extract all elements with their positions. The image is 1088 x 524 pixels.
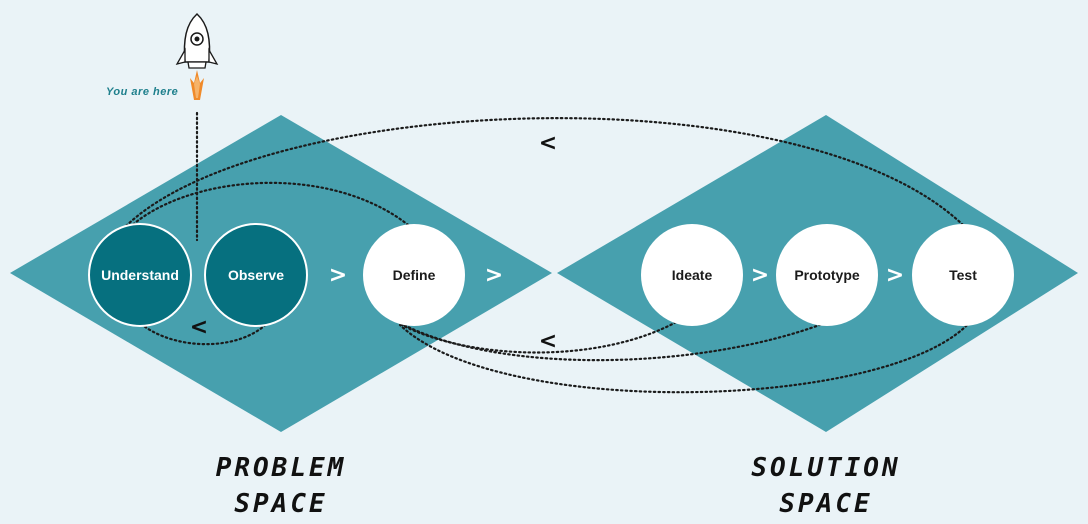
arrow-prototype-to-test: > xyxy=(886,263,904,288)
problem-space-label-line1: PROBLEM xyxy=(216,453,347,483)
you-are-here-label: You are here xyxy=(106,86,178,98)
node-observe-label: Observe xyxy=(228,267,284,283)
node-ideate[interactable]: Ideate xyxy=(641,224,743,326)
node-test[interactable]: Test xyxy=(912,224,1014,326)
solution-space-label-line2: SPACE xyxy=(779,489,872,519)
arrow-ideate-to-prototype: > xyxy=(751,263,769,288)
node-define-label: Define xyxy=(393,267,436,283)
node-prototype[interactable]: Prototype xyxy=(776,224,878,326)
loop-define-to-understand-top xyxy=(123,181,414,234)
loop-ideate-to-define xyxy=(400,318,682,354)
arrow-back-middle: < xyxy=(539,329,557,354)
node-observe[interactable]: Observe xyxy=(204,223,308,327)
arrow-back-top: < xyxy=(539,131,557,156)
loop-test-to-define-low xyxy=(398,320,972,394)
node-test-label: Test xyxy=(949,267,977,283)
loop-test-to-understand-top xyxy=(123,117,965,229)
rocket-icon xyxy=(175,12,219,100)
node-ideate-label: Ideate xyxy=(672,267,713,283)
node-understand[interactable]: Understand xyxy=(88,223,192,327)
arrow-back-observe-to-understand: < xyxy=(190,315,208,340)
solution-space-label-line1: SOLUTION xyxy=(751,453,900,483)
node-prototype-label: Prototype xyxy=(794,267,860,283)
problem-space-label-line2: SPACE xyxy=(234,489,327,519)
arrow-define-to-ideate: > xyxy=(485,263,503,288)
node-understand-label: Understand xyxy=(101,267,179,283)
loop-observe-to-understand-bottom xyxy=(138,316,274,346)
arrow-observe-to-define: > xyxy=(329,263,347,288)
node-define[interactable]: Define xyxy=(363,224,465,326)
